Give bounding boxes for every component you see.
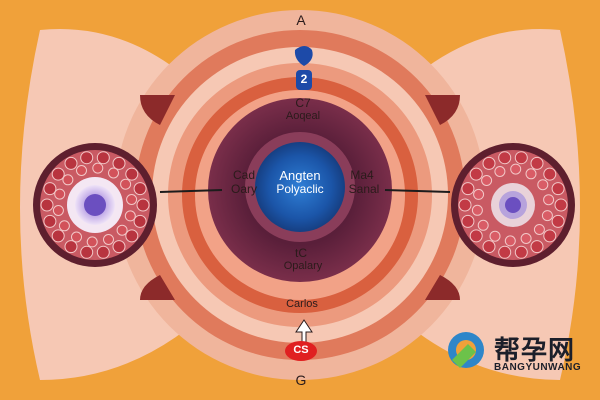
label-top-letter: A — [296, 12, 306, 28]
watermark-subtitle: BANGYUNWANG — [494, 362, 582, 373]
follicle-cell — [58, 220, 70, 232]
follicle-cell — [469, 167, 483, 181]
follicle-cell — [108, 167, 119, 179]
watermark-logo — [448, 332, 484, 368]
follicle-cell — [541, 210, 553, 222]
follicle-cell — [554, 198, 568, 212]
follicle-cell — [116, 224, 128, 236]
follicle-cell — [86, 236, 98, 248]
follicle-cell — [543, 167, 557, 181]
follicle-cell — [481, 175, 493, 186]
follicle-cell — [80, 151, 94, 165]
label-center-title: Angten — [279, 168, 321, 183]
follicle-cell — [96, 151, 110, 165]
follicle-cell — [530, 156, 544, 170]
follicle-cell — [461, 214, 475, 228]
follicle-cell — [52, 205, 64, 216]
follicle-cell — [76, 165, 87, 176]
follicle-cell — [520, 233, 532, 244]
follicle-cell — [54, 188, 66, 200]
follicle-cell — [96, 245, 110, 259]
follicle-cell — [498, 151, 512, 165]
label-left-word: Oary — [230, 182, 257, 196]
follicle-cell — [103, 234, 114, 245]
follicle-cell — [92, 162, 104, 174]
follicle-cell — [498, 245, 512, 259]
follicle-cell — [133, 214, 147, 228]
follicle-cell — [112, 240, 126, 254]
label-top-ring-word: Aoqeal — [285, 110, 321, 122]
follicle-cell — [514, 245, 528, 259]
follicle-cell — [482, 156, 496, 170]
follicle-cell — [62, 174, 74, 186]
follicle-cell — [530, 240, 544, 254]
follicle-cell — [43, 214, 57, 228]
label-bottom-code: tC — [295, 246, 307, 260]
label-left-code: Cad — [232, 168, 255, 182]
wedge-bottom-right — [425, 275, 460, 300]
follicle-cell — [124, 210, 136, 222]
follicle-cell — [543, 194, 555, 206]
label-center-subtitle: Polyaclic — [276, 182, 324, 196]
follicle-cell — [458, 198, 472, 212]
follicle-cell — [551, 214, 565, 228]
follicle-cell — [125, 229, 139, 243]
label-bottom-letter: G — [295, 372, 307, 388]
follicle-cell — [461, 182, 475, 196]
follicle-cell — [40, 198, 54, 212]
follicle-cell — [504, 235, 516, 247]
follicle-cell — [133, 182, 147, 196]
follicle-cell — [120, 178, 132, 190]
label-marker-number: 2 — [300, 72, 308, 86]
follicle-cell — [136, 198, 150, 212]
follicle-cell — [469, 229, 483, 243]
wedge-bottom-left — [140, 275, 175, 300]
label-right-word: Sanal — [348, 182, 380, 196]
wedge-top-right — [425, 95, 460, 125]
label-top-ring-code: C7 — [295, 96, 311, 110]
follicle-cell — [64, 240, 78, 254]
watermark-title: 帮孕网 — [494, 336, 576, 366]
follicle-cell — [482, 240, 496, 254]
watermark: 帮孕网 BANGYUNWANG — [442, 328, 592, 376]
follicle-cell — [64, 156, 78, 170]
right-follicle-cluster — [451, 143, 575, 267]
follicle-cell — [80, 245, 94, 259]
follicle-cell — [51, 229, 65, 243]
left-follicle-cluster — [33, 143, 157, 267]
follicle-cell — [112, 156, 126, 170]
follicle-cell — [51, 167, 65, 181]
bottom-badge-shape — [285, 341, 317, 361]
follicle-cell — [525, 168, 537, 180]
follicle-cell — [533, 224, 545, 235]
label-bottom-badge: CS — [293, 344, 309, 356]
wedge-top-left — [140, 95, 175, 125]
follicle-cell — [71, 231, 82, 243]
follicle-cell — [125, 167, 139, 181]
follicle-cell — [489, 230, 501, 242]
follicle-cell — [510, 163, 522, 175]
follicle-cell — [551, 182, 565, 196]
follicle-cell — [514, 151, 528, 165]
top-number-badge — [296, 70, 312, 90]
follicle-cell — [494, 166, 506, 177]
top-marker-pin — [294, 46, 313, 66]
follicle-cell — [543, 229, 557, 243]
follicle-cell — [126, 194, 138, 205]
follicle-cell — [477, 219, 489, 231]
follicle-cell — [537, 179, 549, 191]
follicle-cell — [473, 188, 485, 200]
follicle-cell — [471, 204, 483, 216]
label-bottom-word: Opalary — [283, 260, 323, 272]
center-core — [255, 142, 345, 232]
label-lower-word: Carlos — [286, 298, 318, 310]
follicle-cell — [43, 182, 57, 196]
right-connector-line — [384, 189, 451, 193]
label-right-code: Ma4 — [350, 168, 374, 182]
left-connector-line — [159, 189, 223, 193]
